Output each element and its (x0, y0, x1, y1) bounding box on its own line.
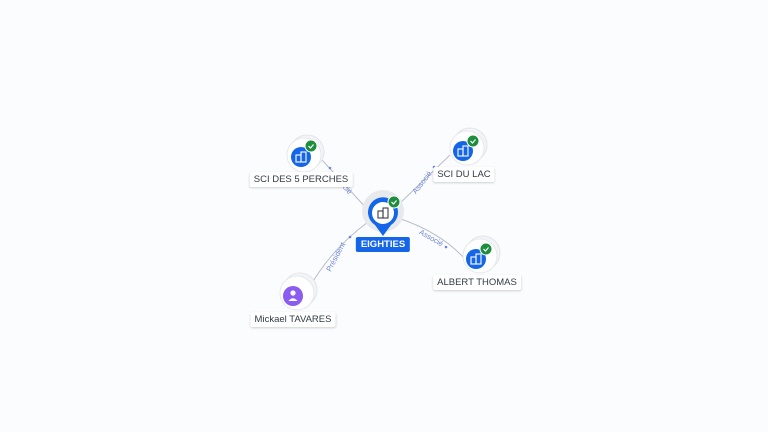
edge-label-albert: Associé (418, 227, 445, 248)
check-badge-icon (308, 144, 314, 149)
building-icon (457, 145, 469, 157)
center-label[interactable]: EIGHTIES (355, 237, 411, 252)
user-icon (288, 290, 298, 301)
building-icon (295, 151, 307, 163)
edge-scilac (397, 154, 451, 206)
check-badge-icon (483, 247, 489, 252)
node-albert[interactable] (462, 235, 501, 274)
node-label-sci5[interactable]: SCI DES 5 PERCHES (249, 172, 353, 187)
check-badge-icon (391, 200, 397, 205)
node-center[interactable] (362, 190, 404, 236)
edge-arrow-sci5 (328, 166, 332, 170)
node-label-albert[interactable]: ALBERT THOMAS (433, 275, 521, 290)
node-sci5[interactable] (286, 134, 325, 173)
building-icon (377, 207, 389, 219)
node-label-mickael[interactable]: Mickael TAVARES (250, 312, 336, 327)
edge-albert (397, 217, 465, 259)
node-label-scilac[interactable]: SCI DU LAC (433, 167, 495, 182)
edge-arrow-albert (444, 245, 448, 249)
node-scilac[interactable] (449, 127, 488, 166)
node-mickael[interactable] (279, 272, 318, 311)
edge-arrow-mickael (348, 235, 352, 239)
edge-label-scilac: Associé (410, 169, 433, 195)
edge-label-mickael: Président (324, 240, 347, 273)
building-icon (470, 253, 482, 265)
check-badge-icon (470, 139, 476, 144)
